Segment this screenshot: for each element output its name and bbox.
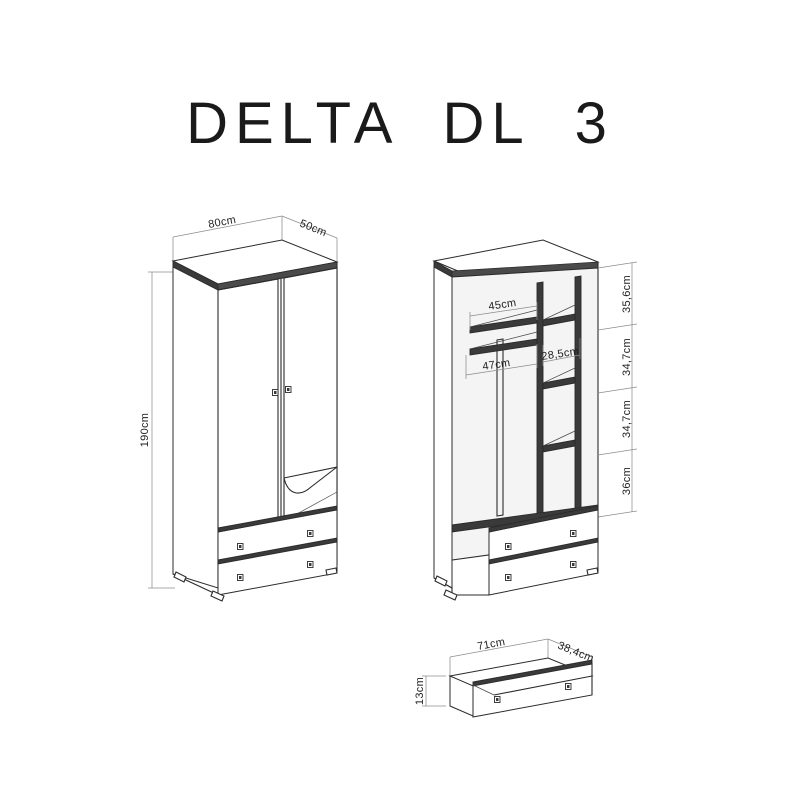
wardrobe-door-right-curve (283, 466, 338, 494)
dimension-height-190cm: 190cm (139, 271, 175, 589)
open-shelf-2 (542, 367, 576, 390)
dimension-drawer-height-13cm: 13cm (414, 675, 446, 707)
dimension-label-347cm-upper: 34,7cm (621, 338, 633, 376)
open-foot-right (586, 567, 599, 576)
dimension-label-71cm: 71cm (476, 636, 506, 653)
dimension-label-80cm: 80cm (207, 214, 237, 231)
wardrobe-drawer-upper-handle-right[interactable] (307, 530, 314, 537)
wardrobe-drawer-upper-handle-left[interactable] (237, 543, 244, 550)
wardrobe-drawer-lower-handle-left[interactable] (237, 574, 244, 581)
open-hanging-mid-shelf-back (469, 331, 538, 350)
wardrobe-drawer-lower-handle-right[interactable] (307, 561, 314, 568)
dimension-47cm: 47cm (465, 344, 538, 379)
open-drawer-lower-handle-left[interactable] (505, 574, 512, 581)
view-closed-wardrobe: 80cm 50cm 190cm (139, 214, 339, 602)
open-center-divider (536, 281, 544, 523)
dimension-compartment-4: 36cm (597, 450, 638, 518)
dimension-285cm: 28,5cm (541, 338, 581, 366)
wardrobe-door-handle-left[interactable] (272, 389, 279, 396)
open-drawer-upper-handle-right[interactable] (570, 530, 577, 537)
open-drawer-lower-handle-right[interactable] (570, 561, 577, 568)
wardrobe-foot-front (210, 590, 225, 602)
wardrobe-door-handle-right[interactable] (285, 386, 292, 393)
drawer-handle-right[interactable] (565, 683, 572, 690)
open-drawer-upper-edge (488, 505, 599, 533)
dimension-label-50cm: 50cm (298, 218, 329, 240)
dimension-label-36cm: 36cm (621, 467, 633, 495)
open-right-divider (574, 275, 582, 518)
wardrobe-left-side-panel (172, 266, 219, 589)
dimension-label-190cm: 190cm (139, 413, 151, 448)
open-foot-left (434, 575, 448, 587)
dimension-compartment-2: 34,7cm (597, 325, 638, 394)
dimension-compartment-1: 35,6cm (597, 261, 638, 331)
wardrobe-foot-left (173, 571, 187, 583)
dimension-drawer-width-71cm: 71cm (449, 636, 549, 676)
dimension-label-285cm: 28,5cm (541, 346, 580, 363)
open-drawer-lower-edge (488, 537, 599, 565)
dimension-label-347cm-lower: 34,7cm (621, 400, 633, 438)
open-hanging-top-shelf-back (469, 309, 538, 328)
open-shelf-1 (542, 304, 576, 327)
open-hanging-rail (496, 338, 504, 517)
drawer-handle-left[interactable] (494, 696, 501, 703)
drawer-inner-left-line (472, 684, 495, 696)
wardrobe-drawer-upper-top-edge (217, 505, 338, 533)
view-open-wardrobe: 45cm 47cm 28,5cm 35,6cm (432, 239, 638, 601)
open-hanging-top-shelf (469, 316, 538, 334)
wardrobe-drawer-lower-top-edge (217, 537, 338, 565)
dimension-label-47cm: 47cm (482, 357, 512, 373)
dimension-compartment-3: 34,7cm (597, 388, 638, 456)
open-foot-front (443, 589, 458, 601)
dimension-width-80cm: 80cm (172, 214, 283, 267)
open-drawer-upper-handle-left[interactable] (505, 543, 512, 550)
open-left-side-panel (433, 266, 453, 589)
dimension-label-13cm: 13cm (414, 677, 426, 705)
page-title: DELTA DL 3 (186, 91, 614, 156)
drawer-back-panel-inner (493, 675, 593, 696)
view-drawer-detail: 71cm 38,4cm 13cm (414, 636, 595, 718)
dimension-label-45cm: 45cm (488, 297, 518, 313)
open-shelf-3 (542, 430, 576, 453)
dimension-label-356cm: 35,6cm (621, 275, 633, 313)
wardrobe-foot-right (325, 567, 338, 576)
dimension-45cm: 45cm (469, 297, 538, 330)
